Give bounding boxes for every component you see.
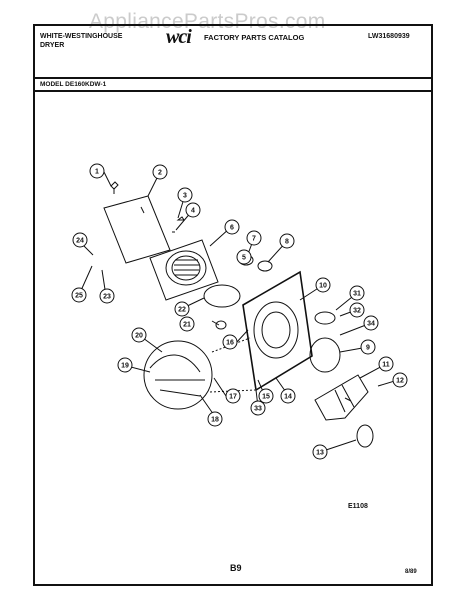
part-washer	[215, 320, 227, 330]
document-number: LW31680939	[368, 33, 410, 40]
callout-number: 24	[76, 238, 84, 245]
callout-number: 11	[382, 362, 390, 369]
part-seal-small-2	[257, 260, 273, 272]
callout-number: 19	[121, 363, 129, 370]
callout-number: 12	[396, 378, 404, 385]
callout-number: 10	[319, 283, 327, 290]
part-bulkhead	[242, 270, 313, 392]
callout-circles	[71, 163, 408, 460]
callout-number: 20	[135, 333, 143, 340]
callout-number: 9	[366, 345, 370, 352]
detail-callout-circle	[143, 340, 213, 410]
callout-number: 7	[252, 236, 256, 243]
page-frame	[33, 24, 433, 586]
callout-number: 5	[242, 255, 246, 262]
brand-name: WHITE-WESTINGHOUSE	[40, 33, 123, 40]
callout-number: 16	[226, 340, 234, 347]
model-label: MODEL DE160KDW-1	[40, 81, 107, 88]
catalog-title: FACTORY PARTS CATALOG	[204, 33, 305, 42]
part-seal-panel	[149, 239, 219, 301]
callout-number: 25	[75, 293, 83, 300]
appliance-type: DRYER	[40, 42, 65, 49]
callout-number: 3	[183, 193, 187, 200]
callout-number: 8	[285, 239, 289, 246]
callout-number: 4	[191, 208, 195, 215]
callout-number: 17	[229, 394, 237, 401]
part-filter-grille	[165, 250, 207, 286]
callout-number: 2	[158, 170, 162, 177]
callout-number: 15	[262, 394, 270, 401]
callout-number: 21	[183, 322, 191, 329]
header-rule-bottom	[35, 90, 431, 92]
part-duct-ring	[356, 424, 374, 448]
callout-number: 32	[353, 308, 361, 315]
leader-lines	[78, 171, 399, 453]
part-exhaust-duct	[314, 374, 369, 421]
callout-number: 6	[230, 225, 234, 232]
callout-number: 13	[316, 450, 324, 457]
callout-number: 34	[367, 321, 375, 328]
wci-logo: wci	[166, 26, 192, 48]
part-front-panel	[103, 195, 171, 264]
callout-number: 1	[95, 169, 99, 176]
date-code: 8/89	[405, 569, 417, 575]
figure-code: E1108	[348, 503, 368, 510]
part-felt-seal	[309, 337, 341, 373]
part-gasket-ring	[203, 284, 241, 308]
callout-number: 22	[178, 307, 186, 314]
part-bearing-ring	[314, 311, 336, 325]
callout-number: 31	[353, 291, 361, 298]
callout-number: 33	[254, 406, 262, 413]
callout-number: 23	[103, 294, 111, 301]
page-code: B9	[230, 563, 242, 573]
callout-number: 18	[211, 417, 219, 424]
part-clip	[110, 181, 119, 194]
watermark-text: AppliancePartsPros.com	[89, 10, 326, 33]
header-rule-top	[35, 77, 431, 79]
part-screw	[176, 216, 185, 221]
callout-number: 14	[284, 394, 292, 401]
